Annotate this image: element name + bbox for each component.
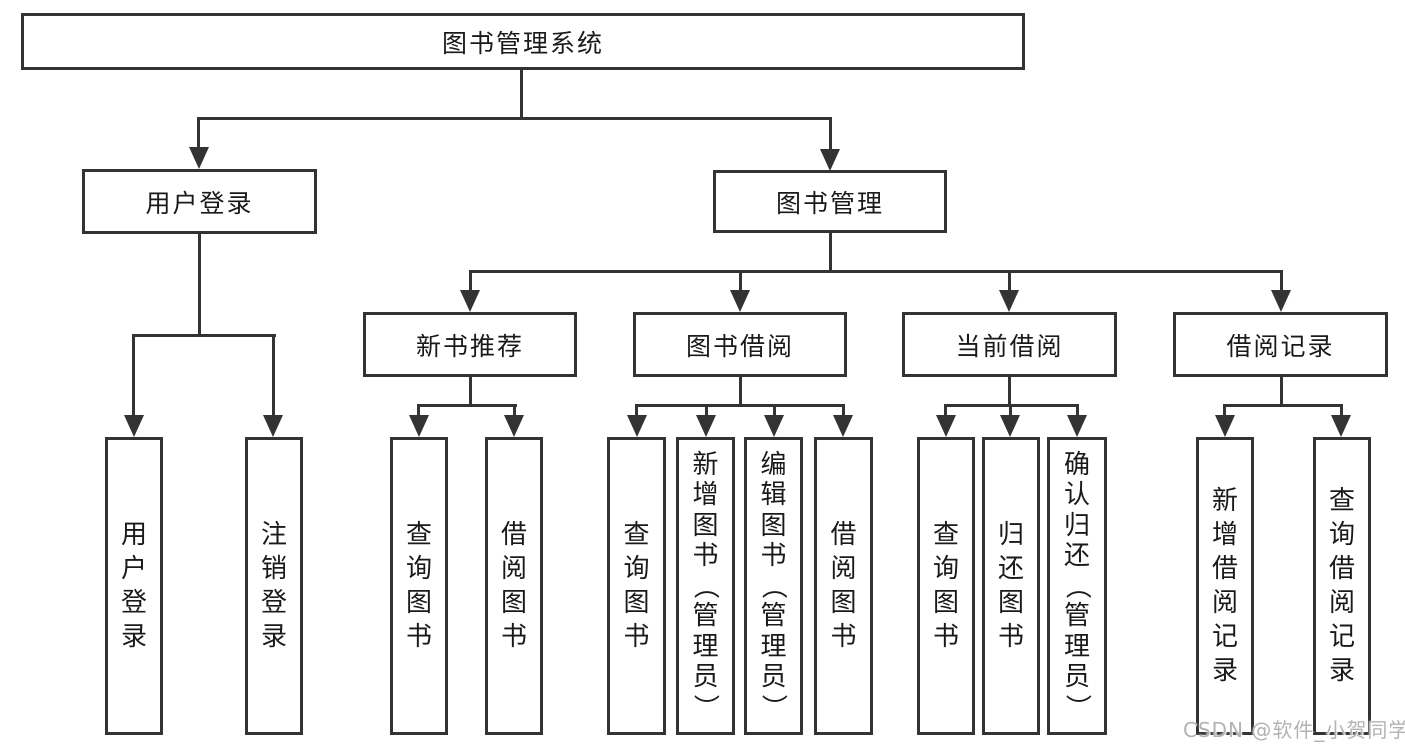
leaf-cur-query-books: 查询图书	[917, 437, 975, 735]
node-book-borrow: 图书借阅	[633, 312, 847, 377]
csdn-watermark: CSDN @软件_小贺同学	[1183, 718, 1405, 742]
leaf-rec-query-books: 查询图书	[390, 437, 448, 735]
leaf-rec2-add-record: 新增借阅记录	[1196, 437, 1254, 735]
connector-cur-drop-3	[1076, 404, 1079, 418]
leaf-rec2-query-record: 查询借阅记录	[1313, 437, 1371, 735]
connector-rec2-drop-2	[1340, 404, 1343, 418]
arrow-to-leaf-cur-confirm	[1067, 415, 1087, 437]
connector-bookmgmt-drop-2	[739, 270, 742, 296]
connector-cur-drop-1	[944, 404, 947, 418]
connector-userlogin-stem	[198, 233, 201, 337]
node-current-borrow: 当前借阅	[902, 312, 1117, 377]
leaf-cur-confirm-return: 确认归还（管理员）	[1047, 437, 1107, 735]
arrow-to-leaf-bor-borrow	[833, 415, 853, 437]
arrow-to-borrow-records	[1271, 290, 1291, 312]
connector-rec-stem	[469, 377, 472, 407]
connector-root-drop-left	[197, 117, 200, 149]
connector-bor-drop-1	[635, 404, 638, 418]
leaf-user-login: 用户登录	[105, 437, 163, 735]
connector-root-drop-right	[829, 117, 832, 151]
connector-bor-drop-4	[842, 404, 845, 418]
connector-bookmgmt-stem	[829, 232, 832, 272]
connector-cur-drop-2	[1009, 404, 1012, 418]
arrow-to-leaf-rec2-query	[1331, 415, 1351, 437]
arrow-to-leaf-rec-borrow	[504, 415, 524, 437]
arrow-to-leaf-rec2-add	[1215, 415, 1235, 437]
connector-rec2-stem	[1280, 377, 1283, 407]
connector-userlogin-drop-1	[132, 334, 135, 416]
leaf-logout: 注销登录	[245, 437, 303, 735]
leaf-bor-query-books: 查询图书	[607, 437, 666, 735]
leaf-bor-edit-books: 编辑图书（管理员）	[744, 437, 803, 735]
connector-rec2-drop-1	[1223, 404, 1226, 418]
leaf-rec-borrow-books: 借阅图书	[485, 437, 543, 735]
arrow-to-leaf-logout	[263, 415, 283, 437]
arrow-to-new-book-recommend	[460, 290, 480, 312]
connector-rec-hbar	[417, 404, 517, 407]
arrow-to-leaf-bor-query	[627, 415, 647, 437]
connector-userlogin-drop-2	[272, 334, 275, 416]
leaf-bor-add-books: 新增图书（管理员）	[676, 437, 735, 735]
connector-rec-drop-2	[513, 404, 516, 418]
connector-cur-stem	[1008, 377, 1011, 407]
arrow-to-book-borrow	[730, 290, 750, 312]
node-new-book-recommend: 新书推荐	[363, 312, 577, 377]
arrow-to-leaf-bor-edit	[764, 415, 784, 437]
node-root: 图书管理系统	[21, 13, 1025, 70]
arrow-to-leaf-cur-query	[936, 415, 956, 437]
connector-root-hbar	[197, 117, 832, 120]
connector-root-stem	[520, 69, 523, 119]
node-book-management: 图书管理	[713, 170, 947, 233]
connector-rec-drop-1	[417, 404, 420, 418]
connector-bookmgmt-hbar	[469, 270, 1283, 273]
arrow-to-leaf-cur-return	[1000, 415, 1020, 437]
connector-bor-drop-2	[705, 404, 708, 418]
connector-userlogin-hbar	[132, 334, 276, 337]
arrow-to-leaf-bor-add	[696, 415, 716, 437]
leaf-bor-borrow-books: 借阅图书	[814, 437, 873, 735]
node-borrow-records: 借阅记录	[1173, 312, 1388, 377]
arrow-to-user-login	[189, 147, 209, 169]
connector-bookmgmt-drop-4	[1280, 270, 1283, 296]
arrow-to-leaf-user-login	[124, 415, 144, 437]
arrow-to-leaf-rec-query	[409, 415, 429, 437]
arrow-to-book-management	[820, 149, 840, 171]
connector-bor-stem	[739, 377, 742, 407]
connector-bookmgmt-drop-1	[469, 270, 472, 296]
connector-bookmgmt-drop-3	[1008, 270, 1011, 296]
connector-bor-drop-3	[773, 404, 776, 418]
leaf-cur-return-books: 归还图书	[982, 437, 1040, 735]
connector-bor-hbar	[635, 404, 845, 407]
connector-rec2-hbar	[1223, 404, 1343, 407]
arrow-to-current-borrow	[999, 290, 1019, 312]
node-user-login: 用户登录	[82, 169, 317, 234]
